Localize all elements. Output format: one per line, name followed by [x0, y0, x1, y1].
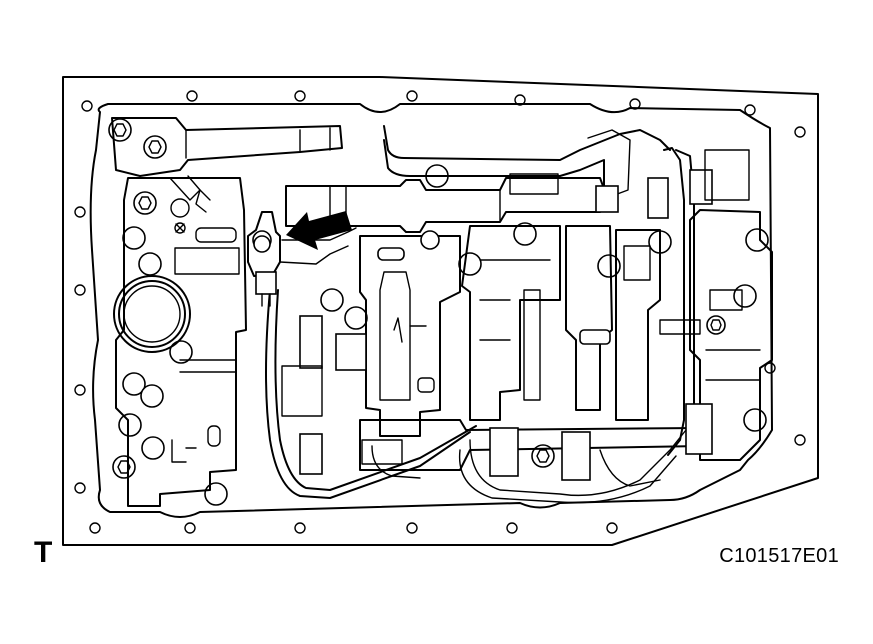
- right-valve-block: [689, 209, 773, 461]
- lower-wiring: [265, 289, 687, 504]
- upper-left-details: [170, 175, 440, 250]
- case-outline: [62, 76, 819, 546]
- corner-mark: T: [34, 536, 53, 569]
- central-channels: [359, 225, 661, 437]
- upper-pipe: [383, 125, 671, 161]
- figure-id: C101517E01: [719, 545, 839, 567]
- bolt-holes: [74, 90, 806, 534]
- accumulator-port: [113, 275, 191, 353]
- pointing-arrow: [286, 211, 352, 250]
- gasket-outline: [89, 103, 773, 518]
- mounting-bolts: [108, 118, 769, 506]
- left-valve-block: [115, 177, 247, 507]
- wire-harness-right: [663, 147, 685, 456]
- solenoid-row: [281, 315, 713, 481]
